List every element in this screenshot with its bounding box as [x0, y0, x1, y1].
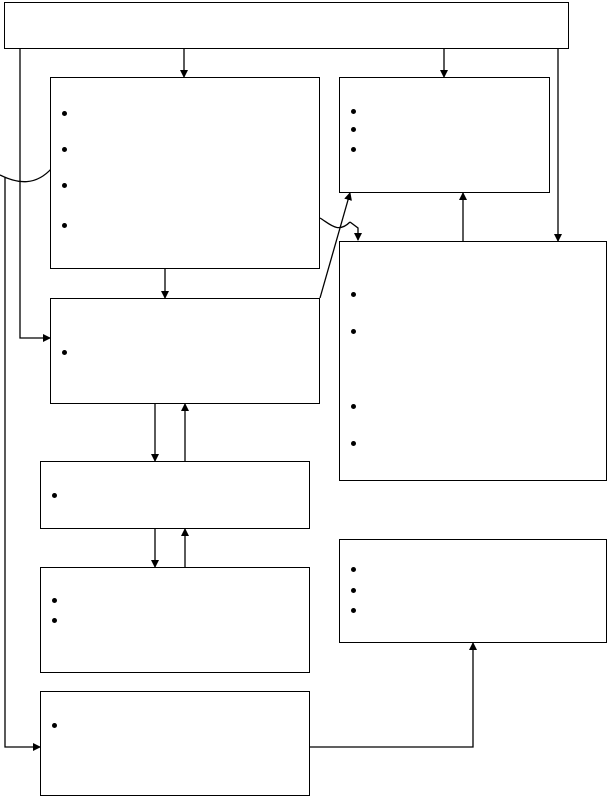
bullet-item	[340, 437, 606, 449]
bullet-dot-icon	[351, 147, 356, 152]
box-right-1	[339, 77, 550, 193]
bullet-item	[340, 143, 549, 155]
bullet-item	[340, 105, 549, 117]
arrow-top-to-left-2	[19, 49, 51, 342]
bullet-item	[51, 346, 319, 358]
break-mark-left	[0, 167, 53, 183]
bullet-item	[41, 614, 309, 626]
box-left-1	[50, 77, 320, 269]
bullet-dot-icon	[351, 567, 356, 572]
bullet-item	[41, 719, 309, 731]
bullet-dot-icon	[351, 292, 356, 297]
bullet-item	[340, 123, 549, 135]
bullet-dot-icon	[62, 350, 67, 355]
bullet-item	[41, 489, 309, 501]
bullet-dot-icon	[351, 329, 356, 334]
box-left-2	[50, 298, 320, 404]
bullet-item	[51, 179, 319, 191]
bullet-item	[41, 594, 309, 606]
box-right-3	[339, 539, 607, 643]
arrow-left-1-to-right-2	[349, 221, 362, 241]
bullet-dot-icon	[52, 493, 57, 498]
bullet-dot-icon	[351, 608, 356, 613]
bullet-item	[340, 604, 606, 616]
bullet-dot-icon	[62, 183, 67, 188]
bullet-dot-icon	[62, 223, 67, 228]
bullet-dot-icon	[351, 441, 356, 446]
bullet-item	[340, 288, 606, 300]
arrow-left-5-to-right-3	[310, 642, 477, 748]
box-left-4	[40, 567, 310, 673]
bullet-dot-icon	[351, 127, 356, 132]
bullet-dot-icon	[52, 723, 57, 728]
bullet-dot-icon	[62, 147, 67, 152]
box-left-5	[40, 691, 310, 796]
break-mark-right	[319, 217, 351, 229]
box-right-2	[339, 241, 607, 481]
bullet-item	[340, 400, 606, 412]
bullet-item	[340, 563, 606, 575]
bullet-item	[340, 325, 606, 337]
bullet-item	[51, 143, 319, 155]
bullet-item	[340, 584, 606, 596]
bullet-dot-icon	[351, 404, 356, 409]
arrow-left-2-to-right-1	[319, 192, 352, 299]
bullet-item	[51, 219, 319, 231]
bullet-dot-icon	[62, 111, 67, 116]
bullet-item	[51, 107, 319, 119]
arrow-rail-to-left-5	[4, 177, 41, 751]
box-top	[4, 2, 569, 49]
box-left-3	[40, 461, 310, 529]
bullet-dot-icon	[52, 618, 57, 623]
bullet-dot-icon	[351, 109, 356, 114]
bullet-dot-icon	[52, 598, 57, 603]
bullet-dot-icon	[351, 588, 356, 593]
